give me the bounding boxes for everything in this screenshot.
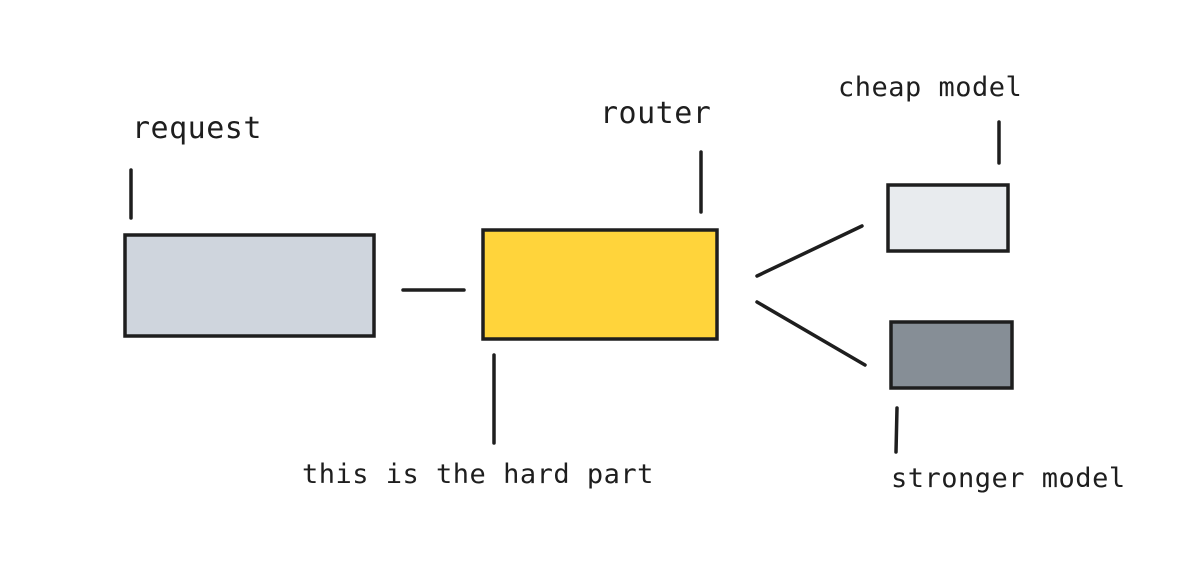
router-label: router <box>600 96 711 131</box>
cheap-model-label: cheap model <box>838 72 1022 103</box>
request-box[interactable] <box>123 233 376 338</box>
cheap-model-box[interactable] <box>886 183 1010 253</box>
edge-router-cheap <box>755 224 864 278</box>
edge-router-stronger <box>755 300 867 367</box>
stronger-model-box[interactable] <box>889 320 1014 390</box>
stronger-model-leader-line <box>894 406 899 454</box>
router-box[interactable] <box>481 228 719 341</box>
request-label: request <box>132 111 262 146</box>
hard-part-annotation: this is the hard part <box>302 459 654 490</box>
stronger-model-label: stronger model <box>891 463 1126 494</box>
